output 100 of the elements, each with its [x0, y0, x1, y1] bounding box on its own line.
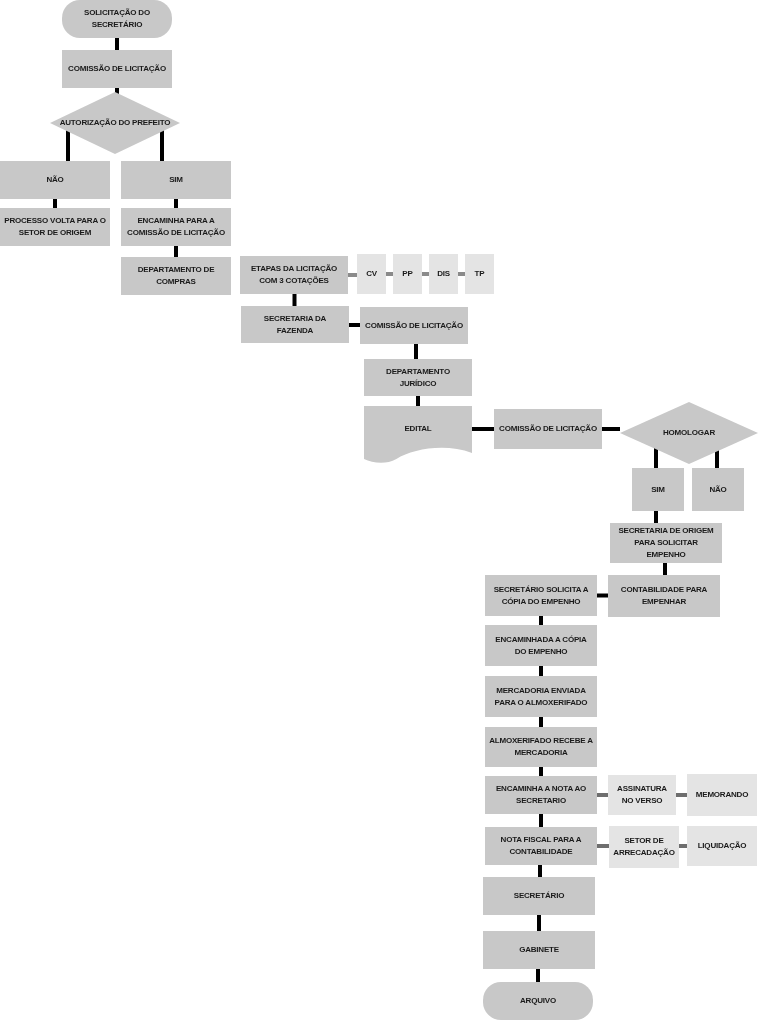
process-box — [121, 161, 231, 199]
process-box — [485, 776, 597, 814]
process-box — [609, 826, 679, 868]
node-label: NOTA FISCAL PARA A CONTABILIDADE — [499, 834, 583, 858]
process-box — [357, 254, 386, 294]
connector-line — [458, 272, 465, 276]
node-label: CONTABILIDADE PARA EMPENHAR — [619, 584, 709, 608]
process-box — [485, 727, 597, 767]
connector-line — [539, 616, 543, 625]
process-box — [121, 257, 231, 295]
node-label: ETAPAS DA LICITAÇÃO COM 3 COTAÇÕES — [249, 263, 339, 287]
connector-line — [676, 793, 687, 797]
process-box — [0, 161, 110, 199]
node-label: GABINETE — [519, 944, 559, 956]
node-label: CV — [366, 268, 377, 280]
connector-line — [539, 814, 543, 827]
process-box — [608, 575, 720, 617]
connector-line — [597, 793, 608, 797]
connector-line — [160, 129, 164, 161]
connector-line — [174, 199, 178, 208]
node-label: SECRETARIA DA FAZENDA — [262, 312, 328, 337]
connector-line — [654, 511, 658, 523]
node-label: ENCAMINHA A NOTA AO SECRETARIO — [494, 783, 588, 807]
decision-diamond — [50, 92, 180, 154]
process-box — [485, 676, 597, 717]
node-label: COMISSÃO DE LICITAÇÃO — [499, 423, 597, 435]
terminal-box — [483, 982, 593, 1020]
process-box — [608, 775, 676, 815]
process-box — [62, 50, 172, 88]
process-box — [393, 254, 422, 294]
node-label: NÃO — [709, 483, 727, 496]
connector-line — [292, 294, 297, 306]
node-label: NÃO — [46, 174, 64, 186]
node-label: SECRETARIA DE ORIGEM PARA SOLICITAR EMPENHO — [617, 525, 715, 561]
node-label: EDITAL — [404, 422, 432, 435]
connector-line — [597, 844, 609, 848]
node-label: PP — [402, 268, 413, 280]
connector-line — [539, 717, 543, 727]
node-label: SECRETÁRIO — [513, 890, 565, 902]
connector-line — [348, 273, 357, 277]
process-box — [121, 208, 231, 246]
connector-line — [663, 563, 667, 575]
connector-line — [472, 427, 494, 431]
connector-line — [174, 246, 178, 257]
process-box — [240, 256, 348, 294]
node-label: TP — [474, 268, 485, 280]
connector-line — [115, 38, 119, 50]
connector-line — [537, 915, 541, 931]
process-box — [687, 774, 757, 816]
process-box — [632, 468, 684, 511]
node-label: MERCADORIA ENVIADA PARA O ALMOXERIFADO — [493, 684, 589, 709]
node-label: MEMORANDO — [695, 789, 749, 801]
process-box — [483, 877, 595, 915]
node-label: DEPARTAMENTO JURÍDICO — [385, 365, 451, 390]
connector-line — [654, 447, 658, 468]
node-label: SECRETÁRIO SOLICITA A CÓPIA DO EMPENHO — [492, 583, 590, 608]
connector-line — [597, 593, 608, 598]
node-label: ASSINATURA NO VERSO — [616, 783, 668, 807]
document-shape — [364, 406, 472, 463]
connector-line — [53, 199, 57, 208]
process-box — [360, 307, 468, 344]
node-label: DIS — [437, 268, 450, 280]
node-label: SIM — [169, 174, 183, 186]
process-box — [483, 931, 595, 969]
connector-line — [538, 865, 542, 877]
connector-line — [679, 844, 687, 848]
node-label: LIQUIDAÇÃO — [697, 840, 747, 852]
process-box — [465, 254, 494, 294]
node-label: DEPARTAMENTO DE COMPRAS — [136, 264, 216, 288]
connector-line — [539, 666, 543, 676]
node-label: AUTORIZAÇÃO DO PREFEITO — [59, 117, 171, 129]
connector-line — [349, 323, 360, 327]
terminal-box — [62, 0, 172, 38]
node-label: SIM — [651, 483, 665, 496]
connector-line — [602, 427, 620, 431]
node-label: PROCESSO VOLTA PARA O SETOR DE ORIGEM — [4, 215, 106, 239]
process-box — [241, 306, 349, 343]
process-box — [429, 254, 458, 294]
process-box — [485, 575, 597, 616]
connector-line — [414, 344, 418, 359]
process-box — [485, 827, 597, 865]
process-box — [610, 523, 722, 563]
decision-diamond — [620, 402, 758, 464]
node-label: HOMOLOGAR — [663, 427, 715, 439]
process-box — [494, 409, 602, 449]
process-box — [687, 826, 757, 866]
connector-line — [66, 129, 70, 161]
connector-line — [416, 396, 420, 406]
process-box — [485, 625, 597, 666]
connector-line — [536, 969, 540, 982]
node-label: COMISSÃO DE LICITAÇÃO — [365, 319, 463, 332]
process-box — [692, 468, 744, 511]
node-label: ARQUIVO — [520, 995, 556, 1007]
process-box — [0, 208, 110, 246]
node-label: ALMOXERIFADO RECEBE A MERCADORIA — [489, 735, 593, 759]
node-label: ENCAMINHA PARA A COMISSÃO DE LICITAÇÃO — [126, 215, 226, 239]
connector-line — [539, 767, 543, 776]
connector-line — [386, 272, 393, 276]
connector-line — [715, 449, 719, 468]
node-label: SETOR DE ARRECADAÇÃO — [613, 835, 675, 859]
